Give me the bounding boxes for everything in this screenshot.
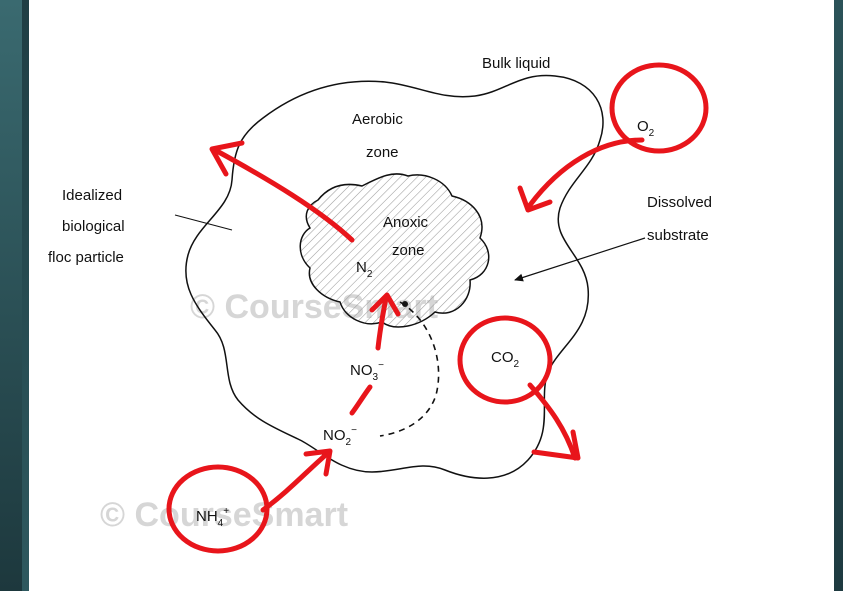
pathway-dot <box>402 301 408 307</box>
floc-particle-label-1: Idealized <box>62 187 122 204</box>
no2-to-no3-arrow <box>352 387 370 413</box>
floc-particle-label-3: floc particle <box>48 249 124 266</box>
o2-label: O2 <box>637 118 655 139</box>
bulk-liquid-label: Bulk liquid <box>482 55 550 72</box>
substrate-pointer-arrow <box>515 238 645 280</box>
dissolved-substrate-label-2: substrate <box>647 227 709 244</box>
no2-label: NO2− <box>323 425 357 448</box>
aerobic-zone-label-2: zone <box>366 144 399 161</box>
floc-particle-label-2: biological <box>62 218 125 235</box>
o2-highlight-circle <box>612 65 706 151</box>
anoxic-zone-label-1: Anoxic <box>383 214 429 231</box>
no3-label: NO3− <box>350 360 384 383</box>
dissolved-substrate-label-1: Dissolved <box>647 194 712 211</box>
anoxic-zone-label-2: zone <box>392 242 425 259</box>
o2-inflow-arrow <box>530 140 642 205</box>
aerobic-zone-label-1: Aerobic <box>352 111 403 128</box>
co2-label: CO2 <box>491 349 520 370</box>
